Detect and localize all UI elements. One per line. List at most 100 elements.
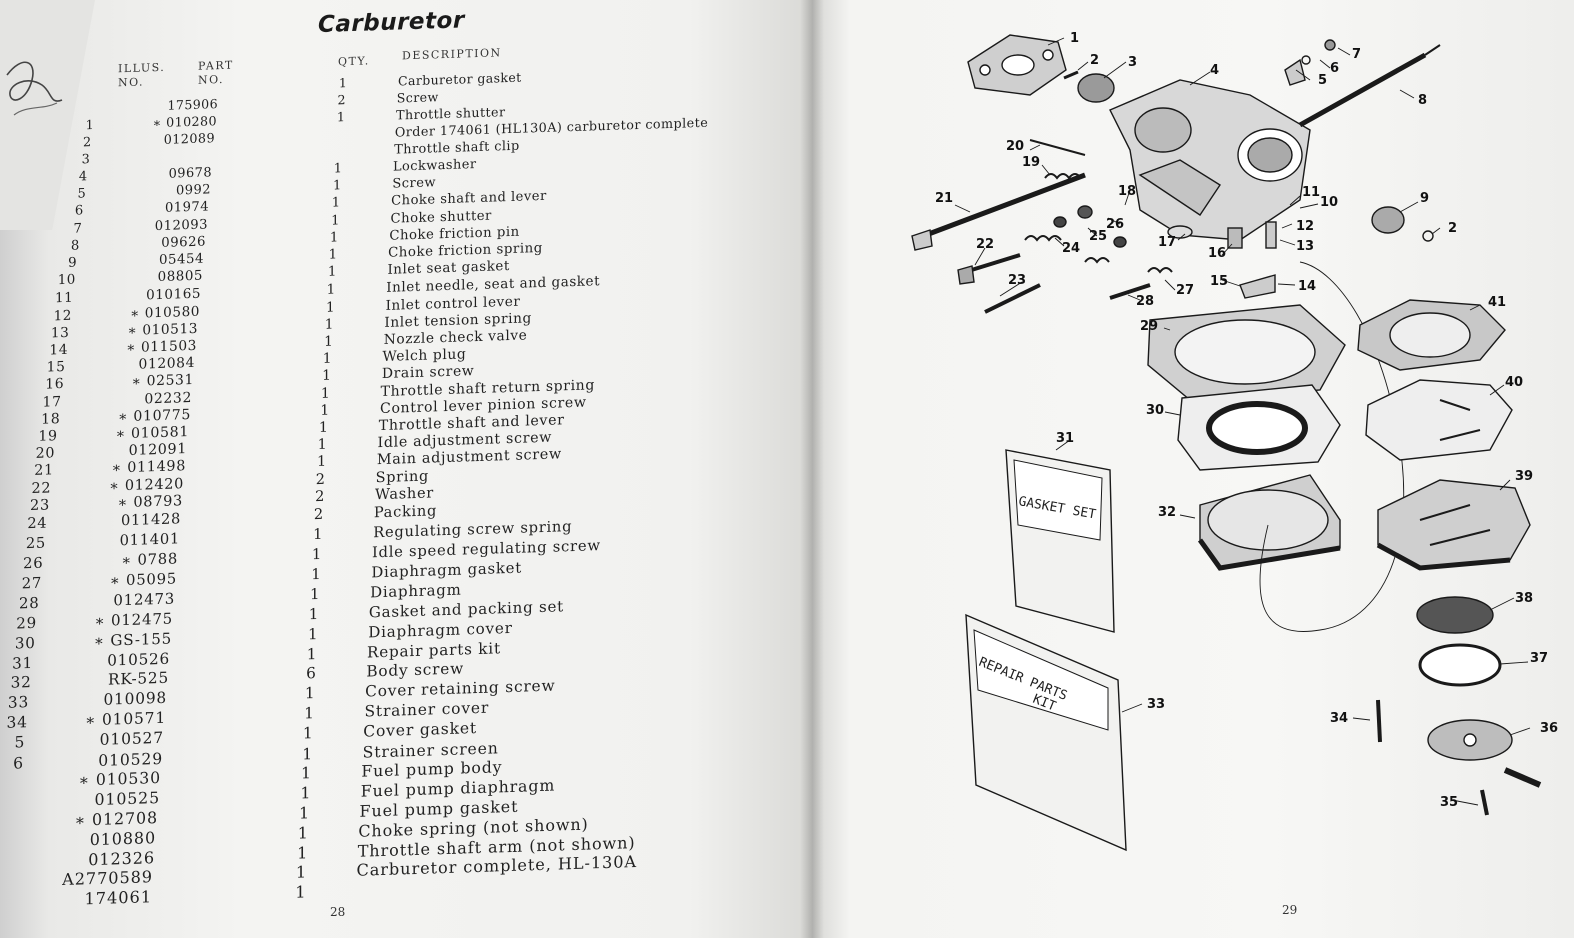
- description-cell: Throttle shaft clip: [394, 138, 520, 158]
- part-no-cell: ∗ 05095: [109, 569, 177, 590]
- qty-cell: 1: [300, 763, 312, 783]
- handwritten-signature-icon: [6, 61, 63, 116]
- illus-no-cell: 12: [53, 307, 72, 324]
- illus-no-cell: [0, 773, 21, 775]
- illus-no-cell: 19: [38, 428, 58, 445]
- description-cell: Throttle shutter: [396, 104, 506, 123]
- illus-no-cell: 16: [45, 376, 65, 393]
- qty-cell: 2: [337, 92, 346, 108]
- description-cell: Screw: [396, 89, 439, 106]
- book-gutter: [800, 0, 824, 938]
- qty-cell: 1: [333, 178, 342, 194]
- illus-no-cell: 30: [14, 633, 36, 653]
- illus-no-cell: [0, 812, 17, 814]
- parts-list: Carburetor ILLUS. NO. PART NO. QTY. DESC…: [0, 7, 520, 909]
- part-no-cell: 012093: [154, 217, 208, 234]
- qty-cell: [330, 127, 350, 128]
- illus-no-cell: 25: [25, 534, 46, 552]
- description-cell: Diaphragm cover: [368, 618, 513, 642]
- part-no-cell: 010527: [99, 728, 164, 749]
- illus-no-cell: 6: [13, 752, 24, 773]
- callout-number: 26: [1106, 217, 1124, 232]
- qty-cell: 6: [306, 664, 317, 683]
- part-no-cell: 175906: [167, 96, 219, 113]
- description-cell: Repair parts kit: [367, 638, 501, 662]
- callout-number: 37: [1530, 651, 1548, 666]
- qty-cell: 1: [324, 333, 334, 350]
- callout-number: 12: [1296, 219, 1314, 234]
- qty-cell: 1: [297, 842, 309, 863]
- description-cell: Cover gasket: [363, 718, 477, 741]
- illus-no-cell: 31: [12, 653, 33, 673]
- illus-no-cell: [0, 793, 20, 795]
- callout-number: 32: [1158, 505, 1176, 520]
- callout-number: 21: [935, 191, 953, 206]
- illus-no-cell: 27: [21, 574, 43, 593]
- illus-no-cell: 34: [6, 713, 28, 732]
- part-no-cell: 010098: [103, 688, 167, 709]
- part-no-cell: 09626: [161, 234, 206, 251]
- illus-no-cell: 24: [27, 514, 48, 533]
- illus-no-cell: 15: [46, 359, 66, 376]
- description-cell: Welch plug: [382, 346, 467, 366]
- qty-cell: 1: [336, 109, 346, 125]
- callout-number: 11: [1302, 185, 1320, 200]
- page-number-left: 28: [330, 905, 346, 919]
- qty-cell: 1: [308, 624, 319, 644]
- header-qty: QTY.: [338, 54, 370, 69]
- qty-cell: 2: [315, 471, 326, 488]
- qty-cell: 1: [302, 743, 314, 764]
- callout-number: 13: [1296, 239, 1314, 254]
- callout-number: 4: [1210, 63, 1219, 78]
- callout-number: 7: [1352, 47, 1361, 62]
- callout-number: 36: [1540, 721, 1558, 736]
- callout-number: 33: [1147, 697, 1165, 712]
- illus-no-cell: 33: [7, 693, 30, 712]
- illus-no-cell: 23: [30, 497, 50, 514]
- part-no-cell: RK-525: [108, 669, 169, 689]
- illus-no-cell: 32: [10, 673, 32, 693]
- callout-number: 15: [1210, 274, 1228, 289]
- part-no-cell: 01974: [164, 199, 209, 217]
- part-no-cell: 05454: [158, 251, 204, 269]
- description-cell: Body screw: [366, 659, 464, 681]
- callout-number: 30: [1146, 403, 1164, 418]
- qty-cell: 1: [338, 75, 348, 91]
- description-cell: Packing: [373, 502, 438, 522]
- exploded-diagram: GASKET SET REPAIR PARTS KIT 123456789210…: [911, 31, 1558, 852]
- illus-no-cell: [0, 832, 15, 834]
- qty-cell: 1: [324, 316, 334, 333]
- callout-number: 34: [1330, 711, 1348, 726]
- qty-cell: 1: [295, 862, 308, 883]
- qty-cell: 1: [308, 604, 320, 624]
- qty-cell: 1: [304, 684, 316, 703]
- illus-no-cell: 18: [41, 410, 61, 428]
- illus-no-cell: 9: [68, 255, 78, 271]
- part-no-cell: 012089: [163, 130, 215, 148]
- qty-cell: 1: [333, 161, 343, 177]
- qty-cell: 1: [317, 454, 327, 471]
- illus-no-cell: 26: [23, 554, 44, 572]
- callout-number: 2: [1090, 53, 1099, 68]
- description-cell: Diaphragm: [370, 580, 462, 602]
- qty-cell: 1: [302, 723, 314, 743]
- illus-no-cell: 8: [70, 238, 80, 254]
- qty-cell: 1: [331, 212, 340, 229]
- callout-number: 20: [1006, 139, 1024, 154]
- callout-number: 24: [1062, 241, 1080, 256]
- illus-no-cell: 13: [50, 324, 70, 342]
- description-cell: Washer: [375, 485, 434, 504]
- qty-cell: 2: [315, 488, 326, 505]
- callout-number: 2: [1448, 221, 1457, 236]
- part-no-cell: 174061: [84, 887, 152, 909]
- callout-number: 6: [1330, 61, 1339, 76]
- callout-number: 3: [1128, 55, 1137, 70]
- qty-cell: [329, 144, 349, 145]
- illus-no-cell: 21: [34, 462, 54, 480]
- callout-number: 14: [1298, 279, 1316, 294]
- illus-no-cell: 5: [14, 733, 26, 752]
- description-cell: Strainer cover: [364, 698, 490, 721]
- qty-cell: 1: [306, 644, 318, 663]
